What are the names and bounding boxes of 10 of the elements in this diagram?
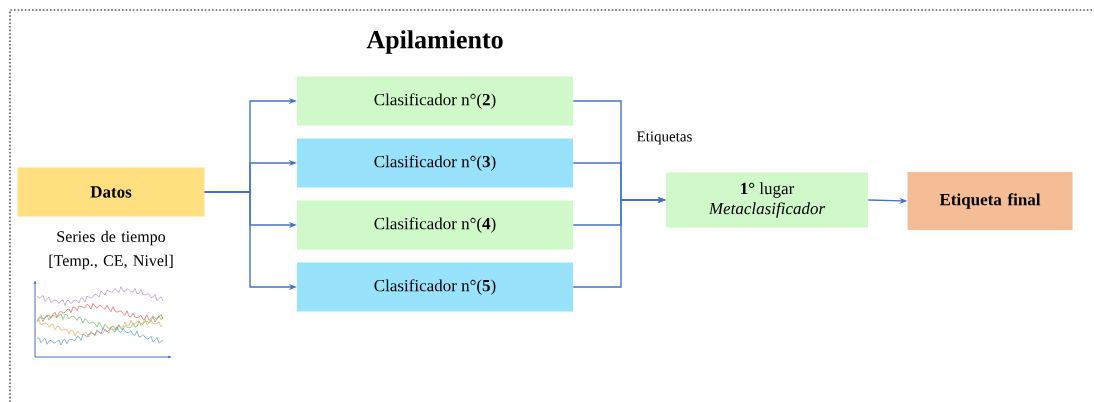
classifier-box: Clasificador n°(2)	[297, 76, 573, 126]
title: Apilamiento	[366, 30, 503, 54]
node-label: Series de tiempo [Temp., CE, Nivel]	[49, 230, 173, 270]
classifier-box: Clasificador n°(3)	[297, 138, 573, 188]
data-box: Datos	[17, 167, 205, 217]
classifier-box: Clasificador n°(5)	[297, 262, 573, 312]
metaclassifier-box: 1° lugar Metaclasificador	[666, 172, 868, 228]
classifier-box: Clasificador n°(4)	[297, 200, 573, 250]
label: Etiquetas	[637, 131, 692, 145]
result-box: Etiqueta final	[907, 172, 1073, 230]
